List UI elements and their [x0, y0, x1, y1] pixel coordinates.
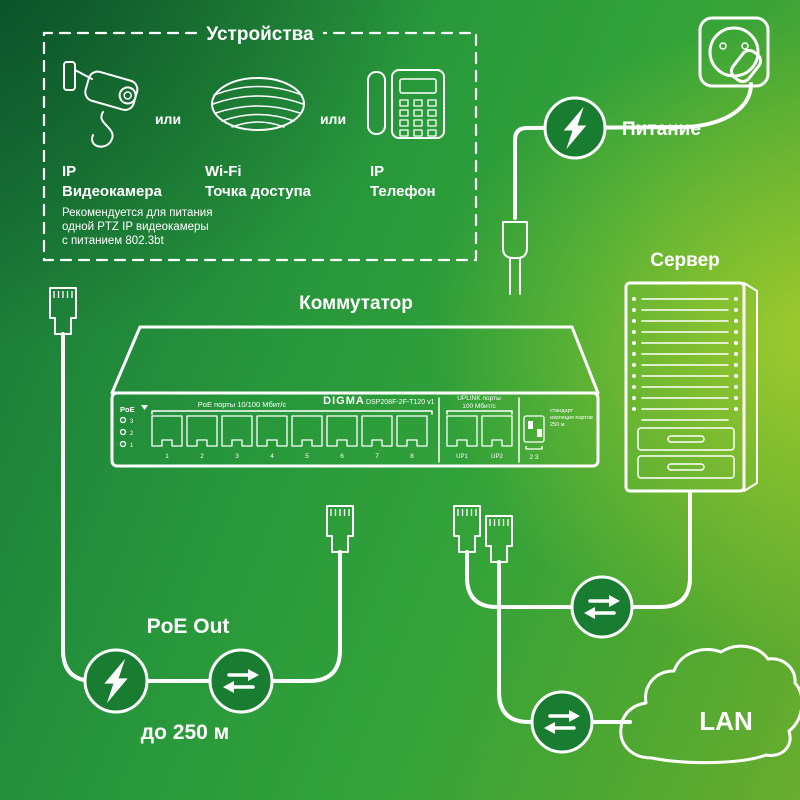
poe-ports-bracket	[151, 410, 433, 415]
devices-box-title: Устройства	[206, 24, 314, 45]
data-node-poe	[208, 648, 274, 714]
svg-text:IP: IP	[62, 163, 76, 180]
dip-switch: 2 3 стандарт изоляция портов 250 м	[523, 408, 593, 461]
devices-box: Устройства или или IP Видеокамера	[42, 24, 478, 262]
wifi-label: Wi-Fi Точка доступа	[205, 163, 312, 200]
svg-text:UP2: UP2	[491, 454, 503, 460]
power-node	[543, 96, 607, 160]
ip-camera-icon	[63, 61, 139, 148]
poe-led-label: PoE	[120, 405, 135, 414]
svg-text:8: 8	[410, 453, 414, 460]
rj45-port-3	[221, 415, 253, 447]
server-label: Сервер	[650, 250, 720, 271]
switch-label: Коммутатор	[299, 293, 413, 314]
rj45-connector-poe-port	[326, 505, 354, 553]
rj45-uplink-port-1	[446, 415, 478, 447]
distance-label: до 250 м	[141, 721, 229, 744]
svg-text:3: 3	[130, 419, 134, 425]
svg-text:5: 5	[305, 453, 309, 460]
poe-switch-icon: DIGMA DSP208F-2F-T120 v1 PoE 3 2 1 PoE п…	[110, 325, 600, 468]
svg-text:одной PTZ IP видеокамеры: одной PTZ IP видеокамеры	[62, 221, 209, 233]
rj45-connector-uplink1	[453, 505, 481, 553]
data-node-lan	[530, 690, 594, 754]
rj45-connector-uplink2	[485, 515, 513, 563]
uplink-ports-group-label-1: UPLINK порты	[457, 395, 501, 402]
ethernet-cable-uplink-to-lan	[497, 560, 632, 724]
poe-out-label: PoE Out	[147, 615, 230, 638]
wifi-ap-icon	[211, 77, 305, 131]
rj45-uplink-port-2	[481, 415, 513, 447]
lan-cloud-icon: LAN	[619, 644, 800, 765]
dc-power-connector-icon	[502, 221, 528, 295]
switch-front-face	[110, 391, 600, 468]
phone-label: IP Телефон	[370, 163, 436, 200]
svg-text:7: 7	[375, 453, 379, 460]
rj45-port-1	[151, 415, 183, 447]
camera-label: IP Видеокамера	[62, 163, 163, 200]
svg-text:6: 6	[340, 453, 344, 460]
svg-text:с питанием 802.3bt: с питанием 802.3bt	[62, 235, 165, 247]
svg-text:Телефон: Телефон	[370, 183, 436, 200]
svg-text:Точка доступа: Точка доступа	[205, 183, 312, 200]
svg-text:стандарт: стандарт	[550, 408, 574, 414]
uplink-ports-group-label-2: 100 Мбит/с	[462, 402, 496, 410]
svg-text:3: 3	[235, 453, 239, 460]
or-text-1: или	[155, 111, 181, 127]
power-cable	[513, 82, 753, 220]
rj45-port-2	[186, 415, 218, 447]
svg-text:Видеокамера: Видеокамера	[62, 183, 163, 200]
switch-model: DSP208F-2F-T120 v1	[366, 399, 435, 406]
switch-top-face	[110, 325, 600, 395]
power-outlet-icon	[698, 16, 770, 88]
or-text-2: или	[320, 111, 346, 127]
led-indicators: 3 2 1	[119, 416, 134, 449]
uplink-ports-bracket	[446, 410, 513, 415]
poe-ports-group-label: PoE порты 10/100 Мбит/с	[198, 400, 287, 409]
svg-text:IP: IP	[370, 163, 384, 180]
svg-text:2: 2	[130, 431, 134, 437]
switch-brand: DIGMA	[323, 395, 365, 407]
svg-text:4: 4	[270, 453, 274, 460]
rj45-connector-device	[49, 287, 77, 335]
poe-power-node	[83, 648, 149, 714]
ethernet-cable-poe-loop	[61, 332, 342, 683]
power-label: Питание	[622, 119, 701, 140]
port-numbers: 1 2 3 4 5 6 7 8 UP1 UP2	[165, 453, 503, 460]
svg-text:изоляция портов: изоляция портов	[550, 415, 593, 421]
svg-text:Рекомендуется для питания: Рекомендуется для питания	[62, 207, 212, 219]
triangle-marker-icon	[141, 405, 148, 410]
ip-phone-icon	[367, 69, 445, 139]
svg-text:Wi-Fi: Wi-Fi	[205, 163, 242, 180]
svg-text:1: 1	[130, 443, 134, 449]
devices-note: Рекомендуется для питания одной PTZ IP в…	[62, 207, 212, 247]
svg-text:2 3: 2 3	[529, 454, 538, 461]
rj45-port-7	[361, 415, 393, 447]
svg-text:2: 2	[200, 453, 204, 460]
svg-text:250 м: 250 м	[550, 422, 565, 428]
lan-label: LAN	[699, 706, 752, 736]
rj45-port-6	[326, 415, 358, 447]
rj45-port-5	[291, 415, 323, 447]
rj45-port-8	[396, 415, 428, 447]
rj45-port-4	[256, 415, 288, 447]
svg-text:1: 1	[165, 453, 169, 460]
server-rack-icon	[624, 281, 758, 493]
data-node-server	[570, 575, 634, 639]
svg-text:UP1: UP1	[456, 454, 468, 460]
port-group-dividers	[438, 397, 520, 463]
